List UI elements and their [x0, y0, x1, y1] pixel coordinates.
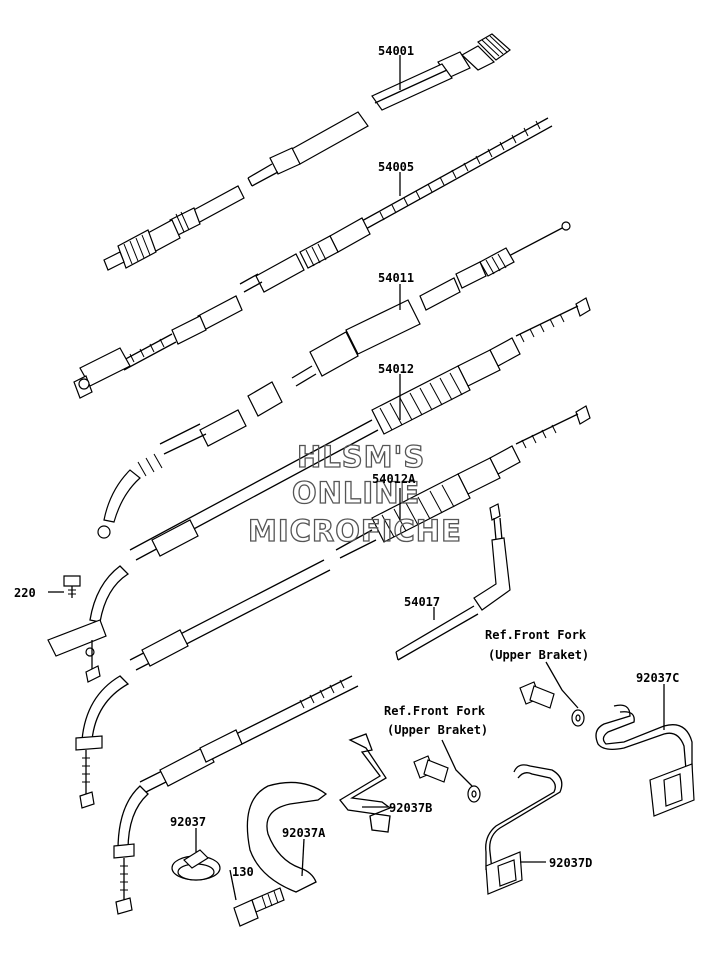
ref-bolt-upper[interactable]	[519, 681, 585, 727]
clamp-92037A[interactable]	[246, 781, 328, 893]
label-220: 220	[14, 586, 36, 600]
label-92037C: 92037C	[636, 671, 679, 685]
speedometer-cable-54001[interactable]	[103, 33, 511, 271]
label-92037A: 92037A	[282, 826, 326, 840]
ref2-line1: Ref.Front Fork	[384, 704, 486, 718]
ref1-line2: (Upper Braket)	[488, 648, 589, 662]
clamp-92037[interactable]	[171, 849, 221, 881]
label-92037D: 92037D	[549, 856, 592, 870]
bolt-130[interactable]	[233, 887, 285, 927]
tachometer-cable-54005[interactable]	[119, 117, 553, 371]
label-54012A: 54012A	[372, 472, 416, 486]
label-130: 130	[232, 865, 254, 879]
ref1-line1: Ref.Front Fork	[485, 628, 587, 642]
ref2-line2: (Upper Braket)	[387, 723, 488, 737]
clamp-92037C[interactable]	[595, 704, 695, 817]
choke-cable-54017[interactable]	[113, 503, 511, 915]
watermark-line-1: HLSM'S	[297, 440, 425, 474]
watermark: HLSM'S ONLINE MICROFICHE	[247, 439, 462, 548]
clutch-cable-54011[interactable]	[73, 221, 571, 539]
label-54011: 54011	[378, 271, 414, 285]
label-54012: 54012	[378, 362, 414, 376]
label-54017: 54017	[404, 595, 440, 609]
label-92037B: 92037B	[389, 801, 432, 815]
clamp-92037D[interactable]	[485, 764, 563, 895]
label-54005: 54005	[378, 160, 414, 174]
watermark-line-2: ONLINE	[292, 476, 420, 510]
screw-220[interactable]	[63, 575, 81, 598]
leader-lines	[48, 55, 665, 901]
label-92037: 92037	[170, 815, 206, 829]
label-54001: 54001	[378, 44, 414, 58]
ref-bolt-lower[interactable]	[413, 755, 481, 803]
watermark-line-3: MICROFICHE	[248, 514, 462, 548]
clamp-92037B[interactable]	[339, 733, 392, 833]
throttle-cable-54012[interactable]	[47, 297, 591, 683]
reference-labels: Ref.Front Fork (Upper Braket) Ref.Front …	[384, 628, 589, 737]
part-labels: 54001 54005 54011 54012 54012A 54017 220…	[14, 44, 679, 879]
throttle-cable-54012A[interactable]	[75, 405, 591, 809]
